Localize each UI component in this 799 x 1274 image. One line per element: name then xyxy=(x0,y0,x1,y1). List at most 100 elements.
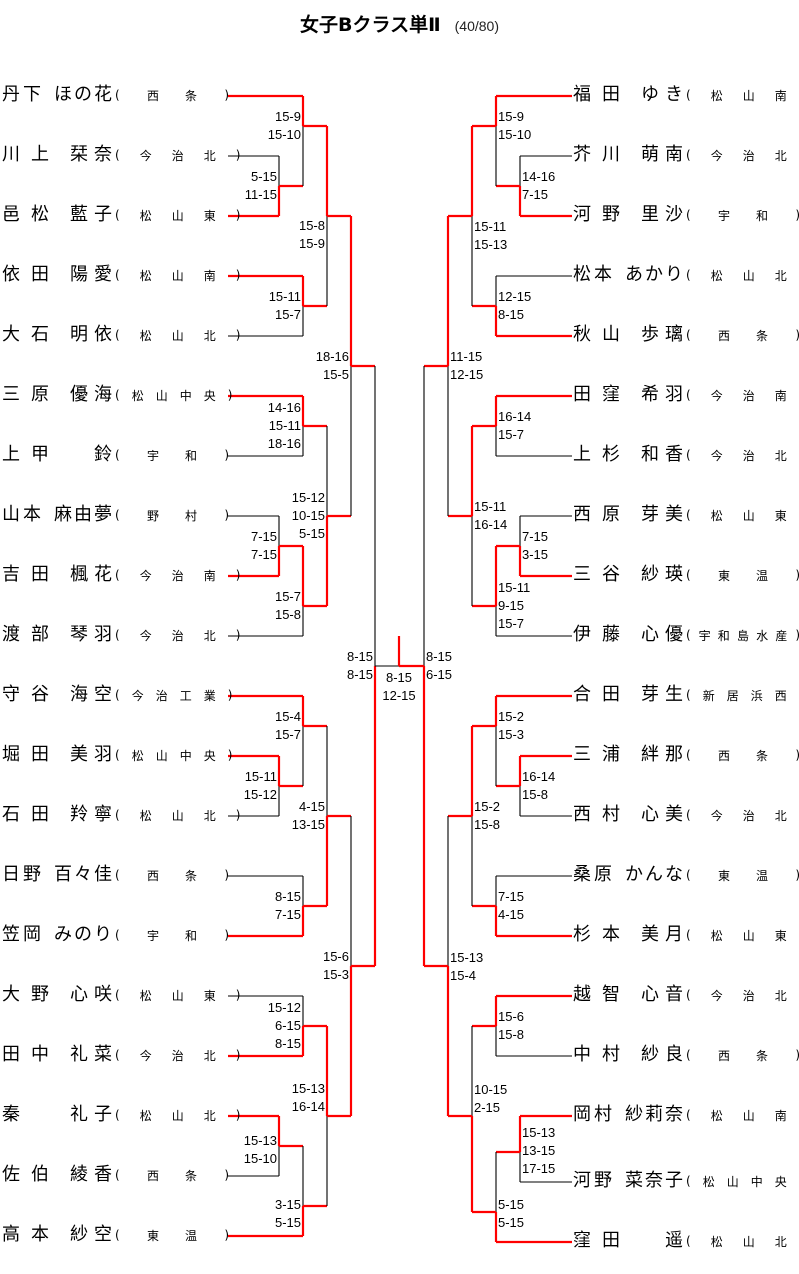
player-name: 桑原かんな xyxy=(573,864,683,886)
school-open-paren: ( xyxy=(115,268,120,282)
player-school: (今治北) xyxy=(686,807,799,824)
game-score: 8-15 xyxy=(274,1036,301,1051)
player-family-name: 岡村 xyxy=(573,1104,615,1125)
player-name: 田中礼菜 xyxy=(2,1044,112,1066)
player-entry: 高本紗空(東温) xyxy=(2,1224,229,1246)
game-score: 18-16 xyxy=(267,436,301,451)
player-given-name: 心美 xyxy=(641,804,689,825)
player-given-name: 栞奈 xyxy=(70,144,118,165)
game-score: 6-15 xyxy=(274,1018,301,1033)
player-name: 西原芽美 xyxy=(573,504,683,526)
school-close-paren: ) xyxy=(795,1048,799,1062)
school-close-paren: ) xyxy=(795,568,799,582)
school-close-paren: ) xyxy=(795,628,799,642)
player-given-name: 礼子 xyxy=(70,1104,118,1125)
player-name: 川上栞奈 xyxy=(2,144,112,166)
player-name: 松本あかり xyxy=(573,264,683,286)
player-given-name: 芽美 xyxy=(641,504,689,525)
player-school: (宇和) xyxy=(115,447,229,464)
school-close-paren: ) xyxy=(227,388,233,402)
player-name: 田窪希羽 xyxy=(573,384,683,406)
player-family-name: 伊藤 xyxy=(573,624,631,645)
school-close-paren: ) xyxy=(795,868,799,882)
player-name: 秦礼子 xyxy=(2,1104,112,1126)
game-score: 15-7 xyxy=(274,589,301,604)
game-score: 15-13 xyxy=(522,1125,556,1140)
player-entry: 守谷海空(今治工業) xyxy=(2,684,232,706)
player-name: 越智心音 xyxy=(573,984,683,1006)
game-score: 16-14 xyxy=(291,1099,325,1114)
school-close-paren: ) xyxy=(235,328,241,342)
school-name: 松山北 xyxy=(139,1108,236,1123)
player-school: (今治工業) xyxy=(115,687,232,704)
game-score: 15-8 xyxy=(498,1027,525,1042)
game-score: 15-11 xyxy=(474,499,507,514)
player-given-name: 陽愛 xyxy=(70,264,118,285)
player-school: (松山東) xyxy=(115,207,240,224)
school-name: 松山南 xyxy=(710,1108,799,1123)
player-given-name: 菜奈子 xyxy=(625,1170,685,1191)
player-school: (西条) xyxy=(686,747,799,764)
player-given-name: 遥 xyxy=(665,1230,683,1251)
player-school: (西条) xyxy=(115,867,229,884)
school-open-paren: ( xyxy=(115,928,120,942)
game-score: 15-12 xyxy=(291,490,325,505)
player-school: (松山南) xyxy=(115,267,240,284)
school-open-paren: ( xyxy=(115,508,120,522)
player-given-name: 歩璃 xyxy=(641,324,689,345)
school-name: 西条 xyxy=(146,868,223,883)
game-score: 16-14 xyxy=(498,409,532,424)
school-open-paren: ( xyxy=(686,568,691,582)
player-name: 石田羚寧 xyxy=(2,804,112,826)
player-school: (今治南) xyxy=(115,567,240,584)
player-school: (松山南) xyxy=(686,1107,799,1124)
player-school: (松山東) xyxy=(115,987,240,1004)
game-score: 3-15 xyxy=(522,547,549,562)
player-name: 上甲鈴 xyxy=(2,444,112,466)
school-open-paren: ( xyxy=(686,1108,691,1122)
player-family-name: 吉田 xyxy=(2,564,60,585)
player-name: 三原優海 xyxy=(2,384,112,406)
player-name: 河野里沙 xyxy=(573,204,683,226)
player-family-name: 守谷 xyxy=(2,684,60,705)
player-school: (宇和) xyxy=(686,207,799,224)
player-given-name: 綾香 xyxy=(70,1164,118,1185)
game-score: 15-8 xyxy=(274,607,301,622)
player-given-name: 希羽 xyxy=(641,384,689,405)
player-entry: 堀田美羽(松山中央) xyxy=(2,744,232,766)
game-score: 15-2 xyxy=(498,709,525,724)
school-open-paren: ( xyxy=(115,1168,120,1182)
player-family-name: 大野 xyxy=(2,984,60,1005)
school-open-paren: ( xyxy=(115,628,120,642)
game-score: 15-13 xyxy=(243,1133,277,1148)
player-family-name: 三原 xyxy=(2,384,60,405)
player-name: 佐伯綾香 xyxy=(2,1164,112,1186)
school-close-paren: ) xyxy=(227,688,233,702)
school-open-paren: ( xyxy=(686,928,691,942)
player-given-name: 羚寧 xyxy=(70,804,118,825)
player-school: (東温) xyxy=(115,1227,229,1244)
school-open-paren: ( xyxy=(115,148,120,162)
player-name: 福田ゆき xyxy=(573,84,683,106)
player-school: (松山北) xyxy=(115,1107,240,1124)
school-open-paren: ( xyxy=(686,1234,691,1248)
player-name: 日野百々佳 xyxy=(2,864,112,886)
player-school: (今治北) xyxy=(686,147,799,164)
game-score: 15-13 xyxy=(450,950,484,965)
player-name: 大石明依 xyxy=(2,324,112,346)
player-entry: 佐伯綾香(西条) xyxy=(2,1164,229,1186)
player-given-name: 紗良 xyxy=(641,1044,689,1065)
school-name: 今治北 xyxy=(710,988,799,1003)
player-school: (今治北) xyxy=(115,1047,240,1064)
